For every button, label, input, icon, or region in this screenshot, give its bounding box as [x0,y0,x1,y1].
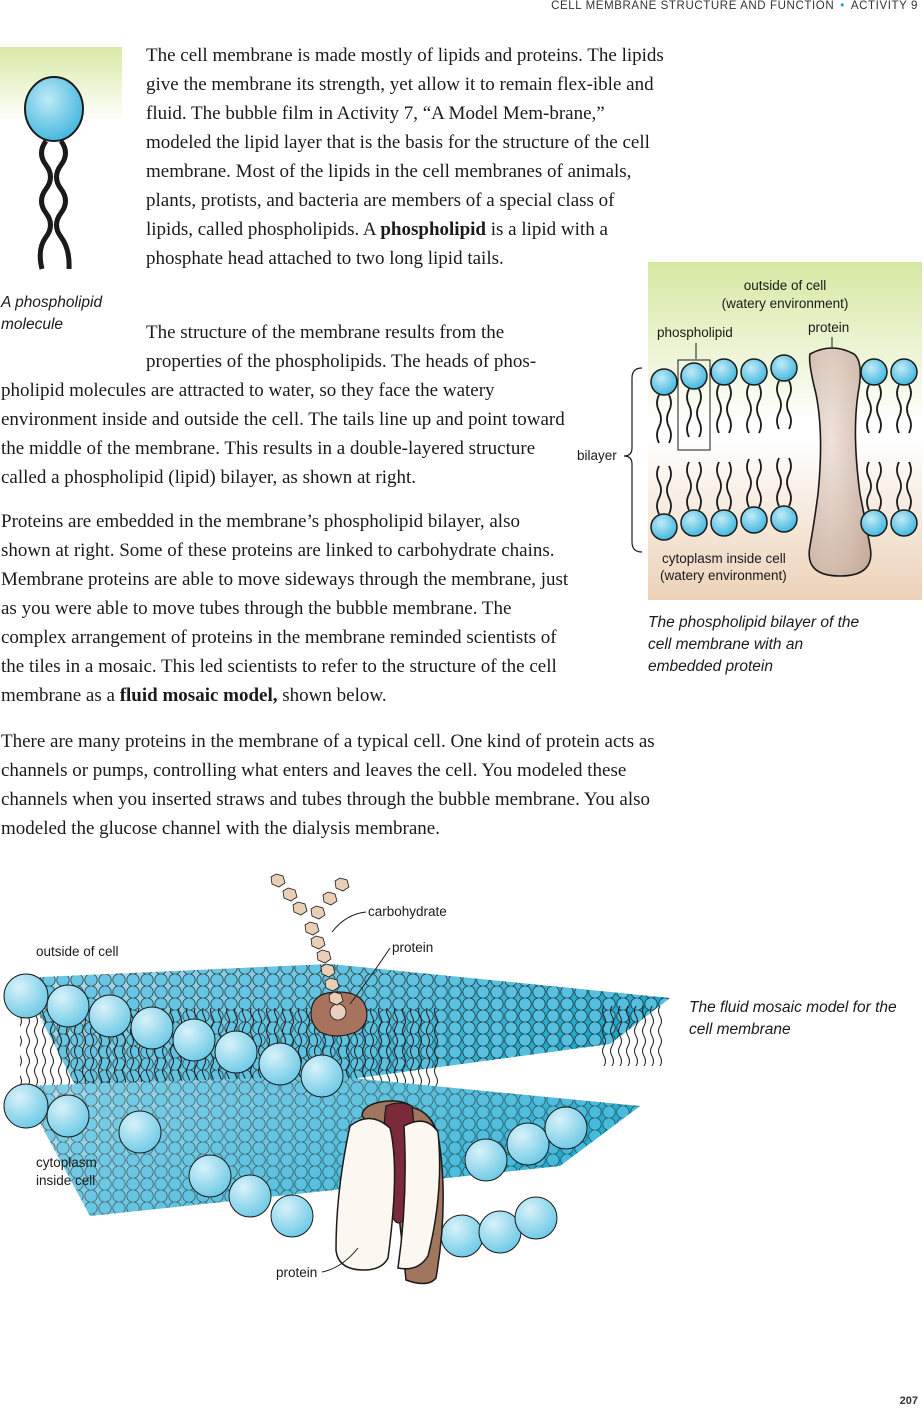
paragraph-3-text-end: shown below. [277,685,387,706]
protein-top-leader [349,947,391,1005]
phospholipid-tail-left [37,139,53,270]
paragraph-2-indent [1,318,146,374]
paragraph-2: The structure of the membrane results fr… [1,318,567,492]
label-bilayer: bilayer [577,448,617,463]
paragraph-1-text-end: is a lipid with a phosphate head attache… [146,219,608,269]
paragraph-4: There are many proteins in the membrane … [1,727,669,843]
paragraph-3-text: Proteins are embedded in the membrane’s … [1,511,569,706]
phospholipid-caption: A phospholipid molecule [1,294,103,333]
bilayer-caption: The phospholipid bilayer of the cell mem… [648,614,860,675]
phospholipid-tail-right [54,139,72,270]
fluid-mosaic-figure: outside of cell carbohydrate protein cyt… [3,873,670,1285]
label-protein-top: protein [392,940,433,955]
mosaic-channel-protein [335,1100,444,1285]
running-head-activity: ACTIVITY 9 [850,0,918,12]
label-protein: protein [808,320,849,335]
paragraph-1: The cell membrane is made mostly of lipi… [146,41,666,273]
label-cytoplasm: cytoplasm inside cell [662,551,786,566]
phospholipid-highlight-box [677,359,711,451]
paragraph-3: Proteins are embedded in the membrane’s … [1,507,571,710]
label-phospholipid: phospholipid [657,325,733,340]
label-outside-of-cell-mosaic: outside of cell [36,944,119,959]
fluid-mosaic-caption: The fluid mosaic model for the cell memb… [689,999,897,1038]
term-fluid-mosaic-model: fluid mosaic model, [119,685,278,706]
paragraph-2-text: The structure of the membrane results fr… [1,322,565,488]
mosaic-front-heads-upper [3,973,344,1098]
mosaic-carbohydrate-chain [270,873,350,1006]
label-carbohydrate: carbohydrate [368,904,447,919]
protein-bottom-leader [321,1247,359,1273]
page-number: 207 [899,1395,918,1407]
bilayer-lower-heads [650,505,918,541]
label-cytoplasm-mosaic: cytoplasm [36,1155,97,1170]
label-outside-of-cell: outside of cell [744,278,827,293]
bilayer-figure: outside of cell (watery environment) pho… [577,262,922,600]
label-outside-watery: (watery environment) [722,296,849,311]
label-cytoplasm-watery: (watery environment) [660,568,787,583]
bilayer-bracket [623,367,643,553]
running-head-title: CELL MEMBRANE STRUCTURE AND FUNCTION [551,0,835,12]
phospholipid-head [24,76,84,142]
label-inside-cell-mosaic: inside cell [36,1173,95,1188]
paragraph-4-text: There are many proteins in the membrane … [1,731,655,839]
bilayer-background [648,262,922,600]
running-head-separator: • [840,0,845,12]
carbohydrate-leader [331,911,367,933]
phospholipid-figure [0,47,122,270]
bilayer-tails [656,380,912,515]
label-protein-bottom: protein [276,1265,317,1280]
mosaic-tails-right [600,1006,666,1066]
mosaic-right-heads [464,1106,588,1182]
running-head: CELL MEMBRANE STRUCTURE AND FUNCTION • ACT… [551,0,918,12]
bilayer-protein [808,347,872,577]
term-phospholipid: phospholipid [380,219,486,240]
bilayer-upper-heads [650,354,918,396]
paragraph-1-text: The cell membrane is made mostly of lipi… [146,45,664,240]
mosaic-front-heads-lower [3,1083,558,1258]
